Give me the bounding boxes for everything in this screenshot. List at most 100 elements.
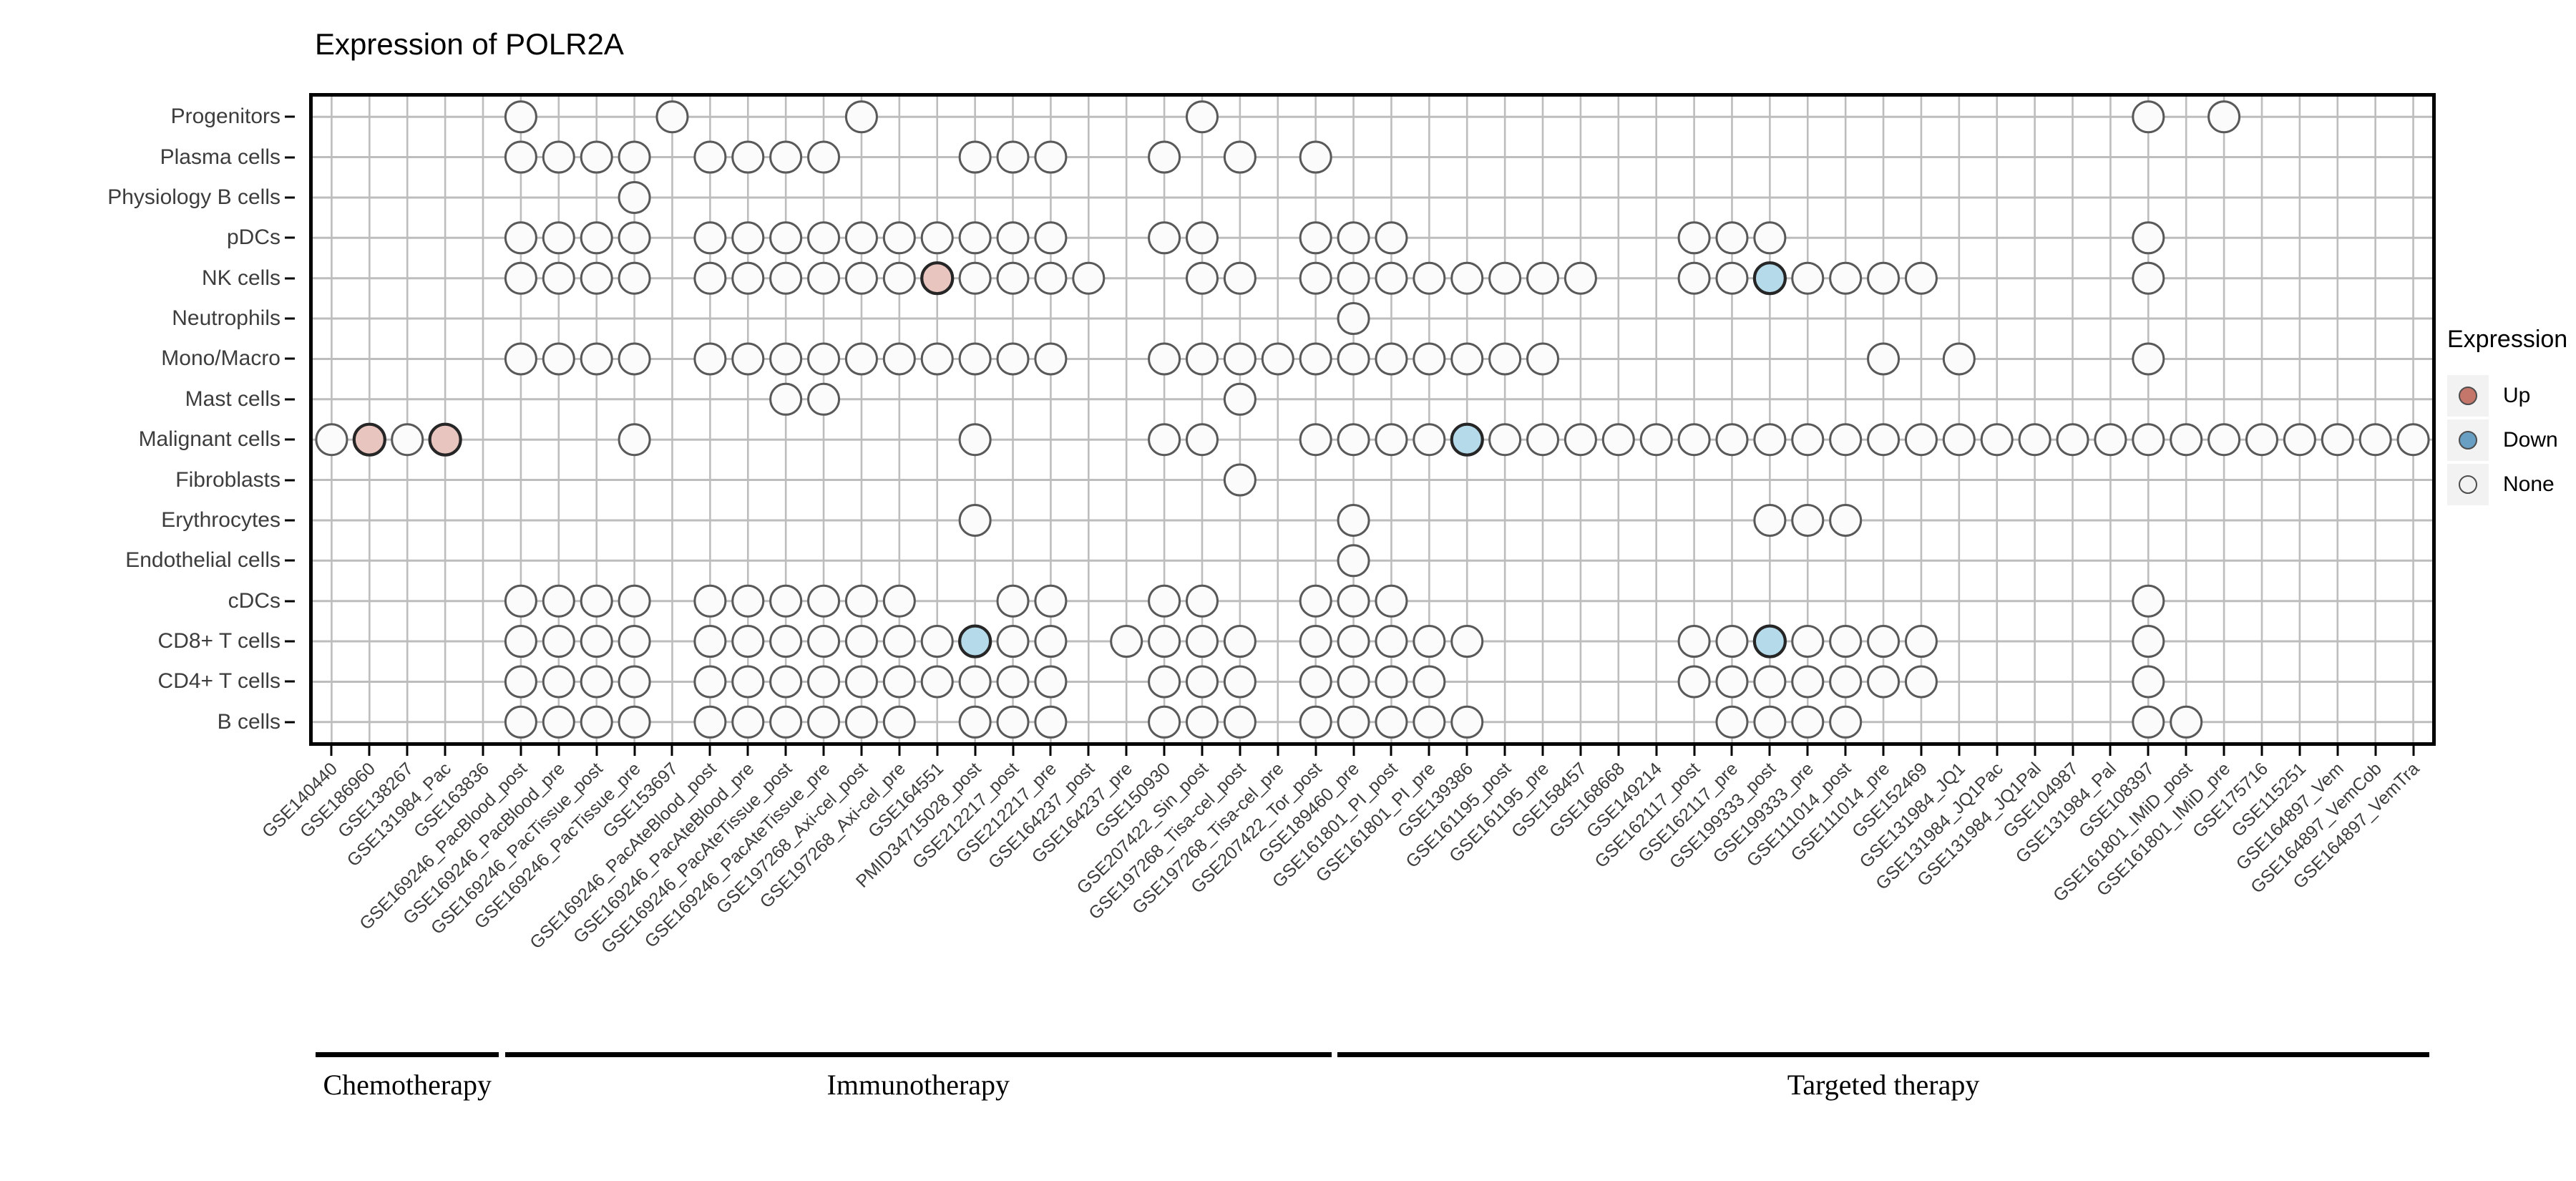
data-point — [769, 342, 803, 376]
y-axis-tick — [285, 277, 295, 280]
data-point — [1413, 423, 1446, 457]
data-point — [807, 705, 841, 739]
data-point — [1185, 705, 1219, 739]
group-bracket — [316, 1052, 499, 1057]
data-point — [958, 342, 992, 376]
legend-swatch — [2447, 419, 2489, 461]
data-point — [580, 705, 613, 739]
data-point — [1375, 342, 1408, 376]
data-point — [693, 140, 727, 174]
x-axis-tick — [2412, 746, 2415, 756]
data-point — [1829, 503, 1863, 537]
x-axis-tick — [1087, 746, 1090, 756]
data-point — [1867, 665, 1901, 699]
legend-item[interactable]: None — [2447, 462, 2576, 507]
data-point — [693, 342, 727, 376]
data-point — [1299, 705, 1332, 739]
x-axis-tick — [1201, 746, 1204, 756]
data-point — [693, 665, 727, 699]
data-point — [1299, 261, 1332, 295]
data-point — [1413, 625, 1446, 658]
data-point — [1752, 261, 1787, 296]
data-point — [2132, 423, 2165, 457]
x-axis-tick — [1352, 746, 1355, 756]
data-point — [1185, 584, 1219, 618]
data-point — [1299, 625, 1332, 658]
data-point — [1375, 584, 1408, 618]
x-axis-tick — [595, 746, 598, 756]
data-point — [504, 261, 537, 295]
data-point — [807, 221, 841, 255]
data-point — [1223, 140, 1257, 174]
data-point — [1904, 261, 1938, 295]
legend-item[interactable]: Down — [2447, 418, 2576, 462]
data-point — [580, 261, 613, 295]
data-point — [1375, 625, 1408, 658]
x-axis-tick — [708, 746, 711, 756]
data-point — [2132, 665, 2165, 699]
data-point — [920, 625, 954, 658]
data-point — [958, 665, 992, 699]
x-axis-tick — [633, 746, 636, 756]
data-point — [1034, 705, 1068, 739]
data-point — [882, 705, 916, 739]
group-label: Immunotherapy — [826, 1069, 1010, 1101]
data-point — [769, 140, 803, 174]
data-point — [2321, 423, 2354, 457]
x-axis-tick — [557, 746, 560, 756]
data-point — [1715, 261, 1749, 295]
data-point — [2245, 423, 2278, 457]
data-point — [1337, 302, 1370, 336]
data-point — [2132, 625, 2165, 658]
group-label: Chemotherapy — [323, 1069, 492, 1101]
data-point — [504, 100, 537, 134]
y-axis-tick — [285, 317, 295, 320]
data-point — [844, 221, 878, 255]
data-point — [1261, 342, 1294, 376]
data-point — [2018, 423, 2051, 457]
data-point — [882, 261, 916, 295]
data-point — [2132, 261, 2165, 295]
legend-item[interactable]: Up — [2447, 374, 2576, 418]
data-point — [1148, 665, 1181, 699]
data-point — [2056, 423, 2089, 457]
data-point — [1488, 423, 1522, 457]
data-point — [1413, 665, 1446, 699]
data-point — [731, 261, 765, 295]
data-point — [2207, 100, 2241, 134]
y-axis-tick — [285, 721, 295, 724]
data-point — [1980, 423, 2014, 457]
data-point — [542, 221, 575, 255]
data-point — [2207, 423, 2241, 457]
y-axis-tick — [285, 438, 295, 441]
data-point — [352, 422, 386, 457]
data-point — [2132, 221, 2165, 255]
x-axis-tick — [1125, 746, 1128, 756]
data-point — [1942, 423, 1976, 457]
data-point — [1526, 423, 1560, 457]
y-axis-label: cDCs — [228, 588, 280, 613]
x-axis-tick — [1996, 746, 1999, 756]
data-point — [1450, 261, 1484, 295]
data-point — [580, 140, 613, 174]
x-axis-tick — [2185, 746, 2187, 756]
data-point — [844, 665, 878, 699]
data-point — [315, 423, 348, 457]
data-point — [1110, 625, 1143, 658]
data-point — [1715, 423, 1749, 457]
data-point — [1337, 221, 1370, 255]
x-axis-tick — [1239, 746, 1241, 756]
y-axis-tick — [285, 600, 295, 603]
data-point — [769, 221, 803, 255]
data-point — [1526, 342, 1560, 376]
data-point — [542, 625, 575, 658]
y-axis-label: Progenitors — [170, 105, 280, 129]
data-point — [996, 705, 1030, 739]
x-axis-tick — [784, 746, 787, 756]
data-point — [618, 423, 651, 457]
data-points-layer — [315, 100, 2430, 739]
data-point — [618, 342, 651, 376]
data-point — [731, 221, 765, 255]
